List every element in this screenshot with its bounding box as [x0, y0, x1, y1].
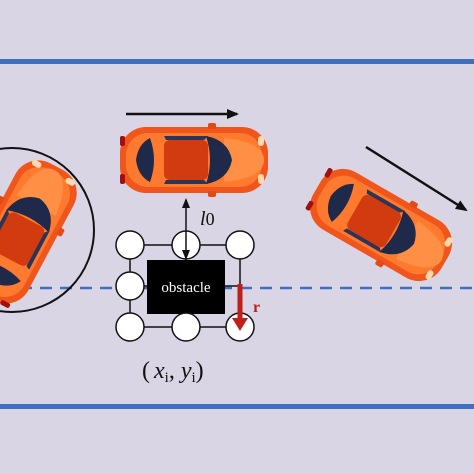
- car-middle: [120, 123, 268, 197]
- obstacle-label: obstacle: [161, 280, 210, 296]
- obstacle-box: [147, 260, 225, 314]
- radius-label: r: [253, 299, 260, 316]
- lane-edge-top: [0, 59, 474, 64]
- radius-arrow-head: [232, 318, 248, 331]
- vehicle-safety-circle: [0, 147, 95, 313]
- l0-label: l0: [200, 208, 215, 230]
- lane-edge-bottom: [0, 404, 474, 409]
- obstacle-coordinate-label: (xi,yi): [142, 358, 204, 386]
- motion-arrow-right: [365, 145, 468, 212]
